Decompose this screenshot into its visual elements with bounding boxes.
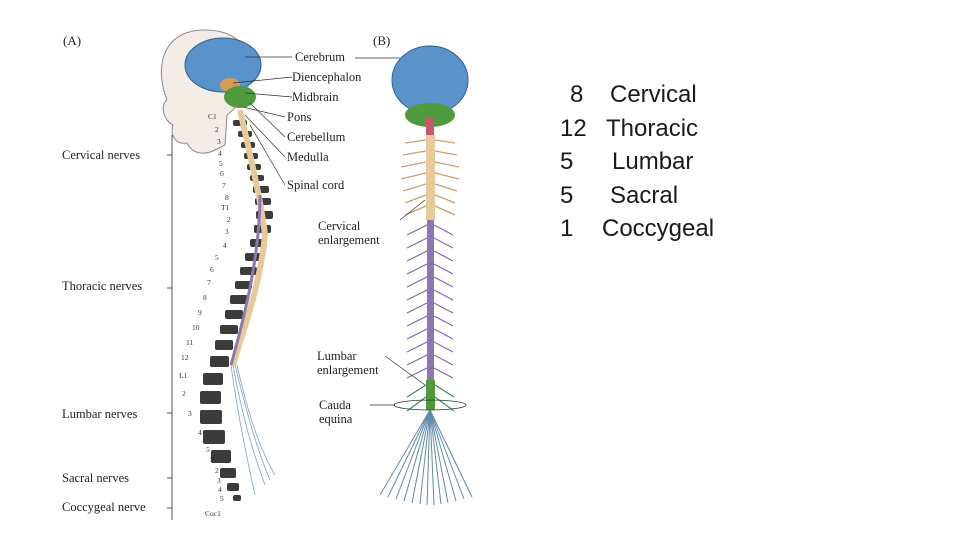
nerve-counts-list: 8 Cervical 12 Thoracic 5 Lumbar 5 Sacral… [560, 78, 714, 246]
vertebra-label: 8 [203, 293, 207, 302]
vertebra-label: 4 [223, 241, 227, 250]
cervical-cord-b [426, 135, 435, 220]
lumbar-nerves-b [406, 384, 455, 412]
cerebrum-a [184, 37, 262, 93]
cauda-equina-a [230, 364, 276, 496]
vertebra-label: 7 [222, 181, 226, 190]
count-row-sacral: 5 Sacral [560, 179, 714, 213]
vertebra-label: 3 [217, 137, 221, 146]
count-region: Thoracic [606, 114, 699, 142]
thoracic-nerves-label: Thoracic nerves [62, 279, 143, 293]
vertebra-label: 4 [218, 149, 222, 158]
vertebra-label: L1 [179, 371, 188, 380]
cerebellum-b [405, 103, 455, 127]
count-row-lumbar: 5 Lumbar [560, 145, 714, 179]
vertebra-label: 2 [215, 466, 219, 475]
lumbar-cord-b [426, 380, 435, 410]
count-row-thoracic: 12 Thoracic [560, 112, 714, 146]
figure-artwork [160, 29, 473, 520]
cauda-equina-line2: equina [319, 412, 353, 426]
vertebra-label: 3 [217, 476, 221, 485]
panel-label-a: (A) [63, 33, 82, 48]
midbrain-label: Midbrain [292, 90, 339, 104]
vertebra-label: 6 [220, 169, 224, 178]
count-region: Coccygeal [602, 215, 715, 242]
count-region: Sacral [610, 181, 679, 209]
count-number: 12 [560, 114, 587, 142]
vertebra-label: 8 [225, 193, 229, 202]
cervical-nerves-label: Cervical nerves [62, 148, 141, 162]
vertebra-label: 7 [207, 278, 211, 287]
panel-label-b: (B) [373, 33, 391, 48]
cerebellum-label: Cerebellum [287, 130, 346, 144]
spinal-cord-a [230, 109, 269, 366]
vertebra-label: Coc1 [205, 509, 221, 518]
lumbar-enlargement-line1: Lumbar [317, 349, 357, 363]
medulla-label: Medulla [287, 150, 329, 164]
vertebra-label: 5 [206, 445, 210, 454]
vertebra-label: 2 [227, 215, 231, 224]
count-number: 8 [570, 81, 584, 108]
sacral-nerves-label: Sacral nerves [62, 471, 129, 485]
spinal-cord-label: Spinal cord [287, 178, 345, 192]
count-region: Lumbar [612, 148, 694, 175]
lumbar-nerves-label: Lumbar nerves [62, 407, 138, 421]
vertebra-label: T1 [221, 203, 230, 212]
vertebra-label: 12 [181, 353, 189, 362]
nerve-axis-ticks [167, 154, 172, 509]
coccygeal-nerve-label: Coccygeal nerve [62, 500, 146, 514]
cerebrum-label: Cerebrum [295, 50, 345, 64]
vertebra-label: 3 [188, 409, 192, 418]
vertebra-label: 3 [225, 227, 229, 236]
diencephalon-label: Diencephalon [292, 70, 362, 84]
brainstem-b [426, 117, 434, 135]
cervical-enlargement-line1: Cervical [318, 219, 361, 233]
cervical-enlargement-line2: enlargement [318, 233, 380, 247]
count-number: 5 [560, 181, 574, 209]
vertebra-label: 6 [210, 265, 214, 274]
vertebra-label: 4 [218, 485, 222, 494]
vertebra-label: 5 [215, 253, 219, 262]
cauda-equina-label: Cauda equina [319, 398, 352, 426]
pons-label: Pons [287, 110, 312, 124]
vertebra-label: 11 [186, 338, 194, 347]
vertebral-column-a [200, 120, 273, 501]
thoracic-cord-b [427, 220, 434, 380]
count-row-coccygeal: 1 Coccygeal [560, 212, 714, 246]
cervical-nerves-b [400, 139, 460, 216]
leader-lines [232, 56, 426, 406]
vertebra-label: 5 [220, 494, 224, 503]
thoracic-nerves-b [406, 224, 454, 379]
count-number: 5 [560, 148, 574, 175]
cervical-enlargement-label: Cervical enlargement [318, 219, 380, 247]
lumbar-enlargement-line2: enlargement [317, 363, 379, 377]
vertebra-label: C1 [208, 112, 217, 121]
lumbar-enlargement-label: Lumbar enlargement [317, 349, 379, 377]
vertebra-label: 2 [182, 389, 186, 398]
vertebra-label: 2 [215, 125, 219, 134]
vertebra-label: 10 [192, 323, 200, 332]
cauda-equina-line1: Cauda [319, 398, 351, 412]
vertebra-label: 9 [198, 308, 202, 317]
count-row-cervical: 8 Cervical [560, 78, 714, 112]
cauda-equina-b [379, 409, 473, 506]
vertebra-label: 5 [219, 159, 223, 168]
vertebra-label: 4 [198, 428, 202, 437]
thoracic-cord-a [229, 194, 262, 366]
cerebellum-a [224, 86, 256, 108]
vertebra-label: S1 [210, 455, 218, 464]
count-region: Cervical [610, 81, 697, 108]
nervous-system-figure: (A) (B) Cervical nerves Thoracic nerves … [55, 25, 475, 525]
count-number: 1 [560, 215, 574, 242]
